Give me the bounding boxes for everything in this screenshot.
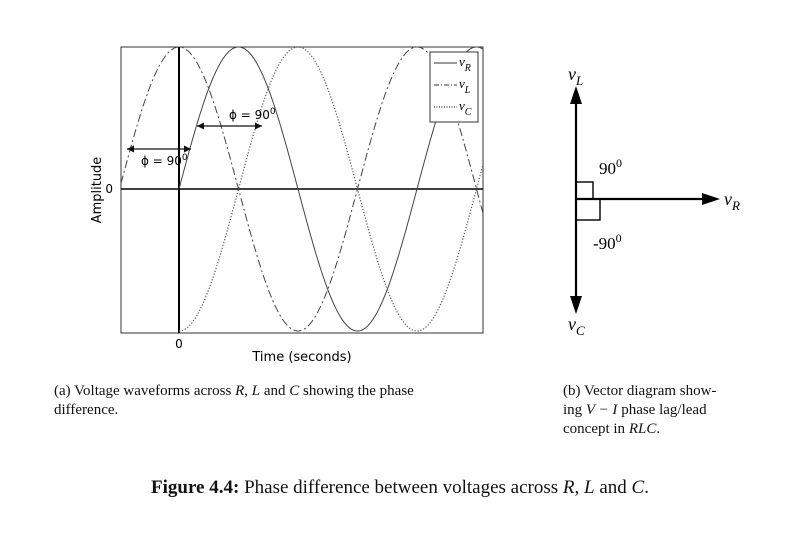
arrow-up-icon bbox=[570, 86, 582, 104]
phase-annotation-left: ϕ = 900 bbox=[127, 145, 191, 168]
plot-frame bbox=[120, 46, 484, 334]
arrowhead-right-icon bbox=[184, 145, 191, 153]
waveform-vc bbox=[179, 46, 484, 332]
waveform-plot: vR vL vC ϕ = 900 ϕ = 900 0 0 Time (secon… bbox=[90, 46, 484, 365]
waveform-vr bbox=[178, 46, 484, 332]
angle-upper-label: 900 bbox=[599, 156, 622, 178]
arrowhead-right-icon bbox=[255, 122, 262, 130]
y-zero-tick-label: 0 bbox=[105, 182, 113, 196]
x-axis-label: Time (seconds) bbox=[251, 350, 351, 365]
right-angle-marker-lower bbox=[575, 198, 601, 221]
caption-b: (b) Vector diagram show- ing V − I phase… bbox=[563, 383, 717, 437]
legend: vR vL vC bbox=[429, 51, 479, 123]
vr-label: vR bbox=[724, 189, 740, 213]
arrow-down-icon bbox=[570, 296, 582, 314]
phi-label-left: ϕ = 900 bbox=[141, 153, 188, 168]
legend-label-vl: vL bbox=[459, 76, 471, 96]
phi-label-right: ϕ = 900 bbox=[229, 107, 276, 122]
arrow-right-icon bbox=[702, 193, 720, 205]
legend-label-vc: vC bbox=[459, 98, 472, 118]
arrowhead-left-icon bbox=[127, 145, 134, 153]
angle-lower-label: -900 bbox=[593, 231, 622, 253]
caption-a: (a) Voltage waveforms across R, L and C … bbox=[54, 383, 414, 418]
right-angle-marker-upper bbox=[575, 181, 594, 200]
arrowhead-left-icon bbox=[197, 122, 204, 130]
figure-caption: Figure 4.4: Phase difference between vol… bbox=[151, 477, 649, 498]
x-zero-tick-label: 0 bbox=[175, 337, 183, 351]
phase-annotation-right: ϕ = 900 bbox=[197, 107, 276, 130]
y-axis-label: Amplitude bbox=[90, 157, 105, 224]
legend-label-vr: vR bbox=[459, 54, 471, 74]
vl-label: vL bbox=[568, 64, 583, 88]
vc-label: vC bbox=[568, 314, 585, 338]
waveform-vl bbox=[120, 46, 484, 332]
vector-diagram: vL vR vC 900 -900 bbox=[568, 64, 740, 338]
